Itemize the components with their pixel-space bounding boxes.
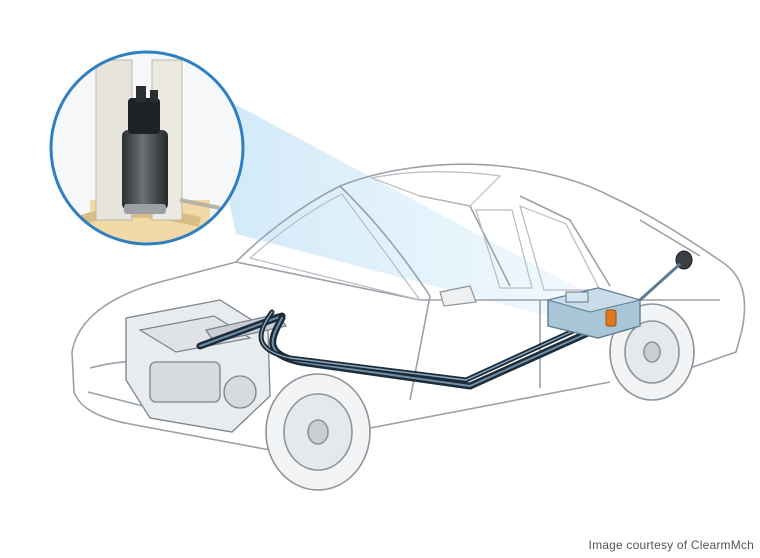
fuel-filler-cap — [638, 250, 693, 302]
fuel-line — [258, 309, 594, 390]
image-credit: Image courtesy of ClearmMch — [588, 538, 754, 552]
fuel-pump-icon — [122, 130, 168, 210]
side-mirror — [439, 285, 477, 307]
front-wheel — [265, 373, 371, 491]
fuel-tank — [546, 287, 642, 339]
highlight-beam — [205, 88, 600, 330]
pump-inset — [49, 50, 245, 246]
